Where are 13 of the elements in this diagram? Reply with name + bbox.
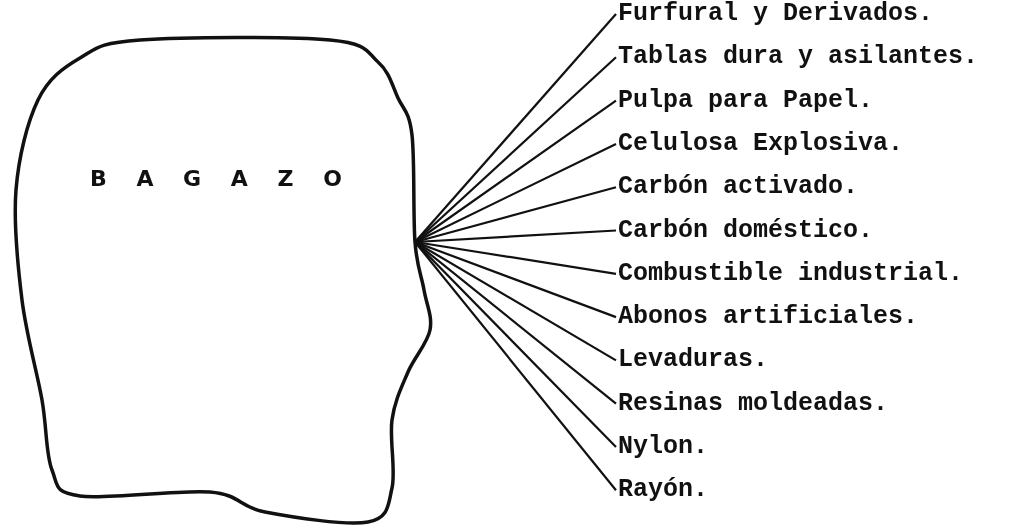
product-label: Nylon.	[618, 432, 708, 462]
product-label: Celulosa Explosiva.	[618, 128, 904, 159]
product-label: Abonos artificiales.	[618, 302, 919, 333]
product-label: Resinas moldeadas.	[618, 388, 889, 419]
product-label: Carbón doméstico.	[618, 215, 874, 246]
product-label: Carbón activado.	[618, 172, 859, 203]
product-label: Combustible industrial.	[618, 258, 964, 289]
product-label: Pulpa para Papel.	[618, 85, 874, 116]
node-label: B A G A Z O	[90, 166, 342, 191]
product-label: Furfural y Derivados.	[618, 0, 934, 29]
product-label: Tablas dura y asilantes.	[618, 42, 979, 73]
product-label: Levaduras.	[618, 345, 769, 376]
product-label: Rayón.	[618, 475, 708, 506]
